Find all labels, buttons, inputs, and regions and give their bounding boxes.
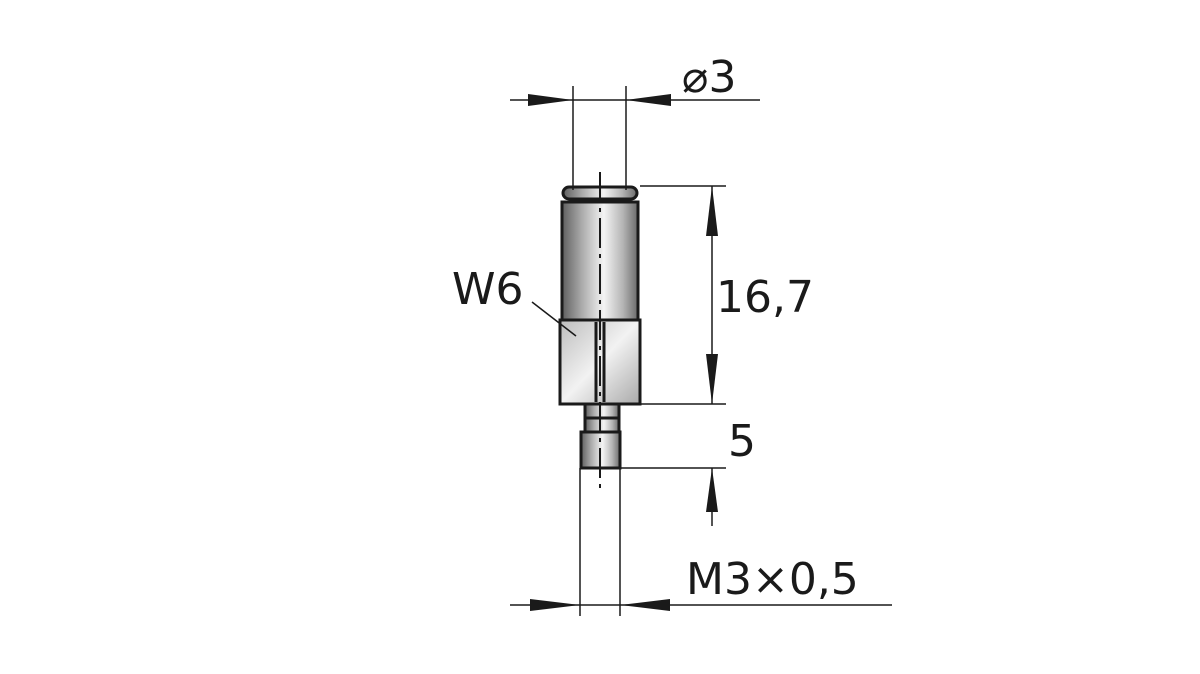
part-body	[558, 172, 642, 488]
length-label: 16,7	[716, 272, 814, 323]
wrench-size-label: W6	[452, 264, 524, 315]
thread-label: M3×0,5	[686, 554, 859, 605]
dimensions	[510, 86, 892, 616]
thread-length-label: 5	[728, 416, 756, 467]
diameter-label: ⌀3	[682, 52, 736, 103]
